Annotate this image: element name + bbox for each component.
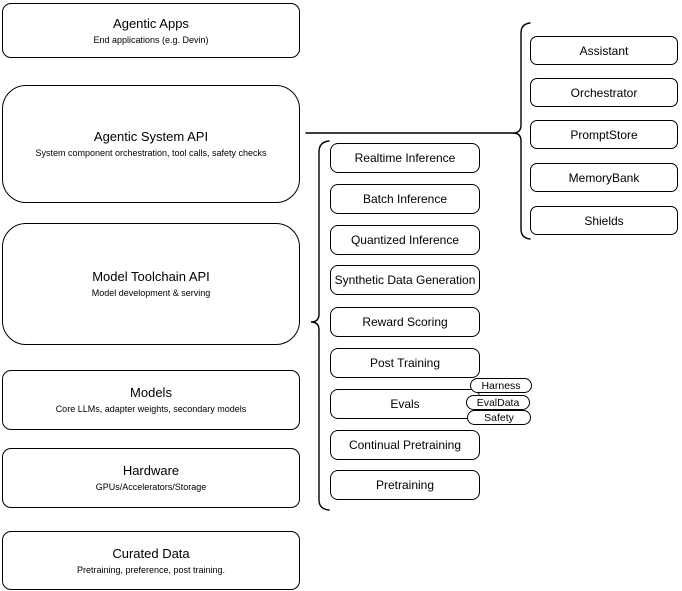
node-title: Hardware [122, 463, 180, 478]
node-agentic-apps: Agentic Apps End applications (e.g. Devi… [2, 3, 300, 58]
node-subtitle: Core LLMs, adapter weights, secondary mo… [55, 404, 247, 414]
node-label: Quantized Inference [350, 233, 460, 247]
tag-label: Safety [484, 411, 514, 424]
node-label: MemoryBank [568, 170, 640, 185]
node-title: Curated Data [112, 545, 190, 561]
node-hardware: Hardware GPUs/Accelerators/Storage [2, 448, 300, 508]
node-subtitle: Pretraining, preference, post training. [76, 564, 226, 575]
node-assistant: Assistant [530, 36, 678, 65]
node-synthetic-data-generation: Synthetic Data Generation [330, 265, 480, 295]
node-curated-data: Curated Data Pretraining, preference, po… [2, 531, 300, 590]
node-promptstore: PromptStore [530, 120, 678, 149]
node-title: Agentic System API [93, 129, 209, 144]
node-quantized-inference: Quantized Inference [330, 225, 480, 255]
node-post-training: Post Training [330, 348, 480, 378]
node-title: Agentic Apps [113, 15, 189, 31]
tag-safety: Safety [467, 410, 531, 425]
node-title: Model Toolchain API [92, 269, 210, 284]
node-reward-scoring: Reward Scoring [330, 307, 480, 337]
node-agentic-system-api: Agentic System API System component orch… [2, 85, 300, 203]
toolchain-brace [310, 140, 330, 511]
node-title: Models [130, 385, 172, 400]
node-pretraining: Pretraining [330, 470, 480, 500]
node-label: Evals [390, 397, 420, 411]
node-continual-pretraining: Continual Pretraining [330, 430, 480, 460]
node-label: Batch Inference [362, 192, 448, 206]
tag-harness: Harness [470, 378, 532, 393]
node-models: Models Core LLMs, adapter weights, secon… [2, 370, 300, 430]
node-subtitle: System component orchestration, tool cal… [35, 148, 267, 158]
node-label: Orchestrator [570, 85, 638, 100]
tag-evaldata: EvalData [466, 395, 530, 410]
node-label: Post Training [369, 356, 441, 370]
node-label: Continual Pretraining [348, 438, 462, 452]
node-label: Assistant [579, 43, 629, 58]
tag-label: EvalData [476, 396, 520, 409]
node-subtitle: GPUs/Accelerators/Storage [95, 482, 207, 492]
node-subtitle: Model development & serving [91, 288, 211, 298]
node-subtitle: End applications (e.g. Devin) [93, 34, 209, 45]
node-label: Reward Scoring [362, 315, 448, 329]
node-label: PromptStore [570, 127, 638, 142]
node-label: Shields [584, 213, 624, 228]
node-shields: Shields [530, 206, 678, 235]
node-orchestrator: Orchestrator [530, 78, 678, 107]
node-memorybank: MemoryBank [530, 163, 678, 192]
node-realtime-inference: Realtime Inference [330, 143, 480, 173]
node-evals: Evals [330, 389, 480, 419]
node-label: Realtime Inference [354, 151, 456, 165]
node-label: Synthetic Data Generation [334, 273, 476, 287]
node-batch-inference: Batch Inference [330, 184, 480, 214]
node-model-toolchain-api: Model Toolchain API Model development & … [2, 223, 300, 345]
components-brace [512, 22, 531, 240]
tag-label: Harness [481, 379, 521, 392]
node-label: Pretraining [375, 478, 435, 492]
